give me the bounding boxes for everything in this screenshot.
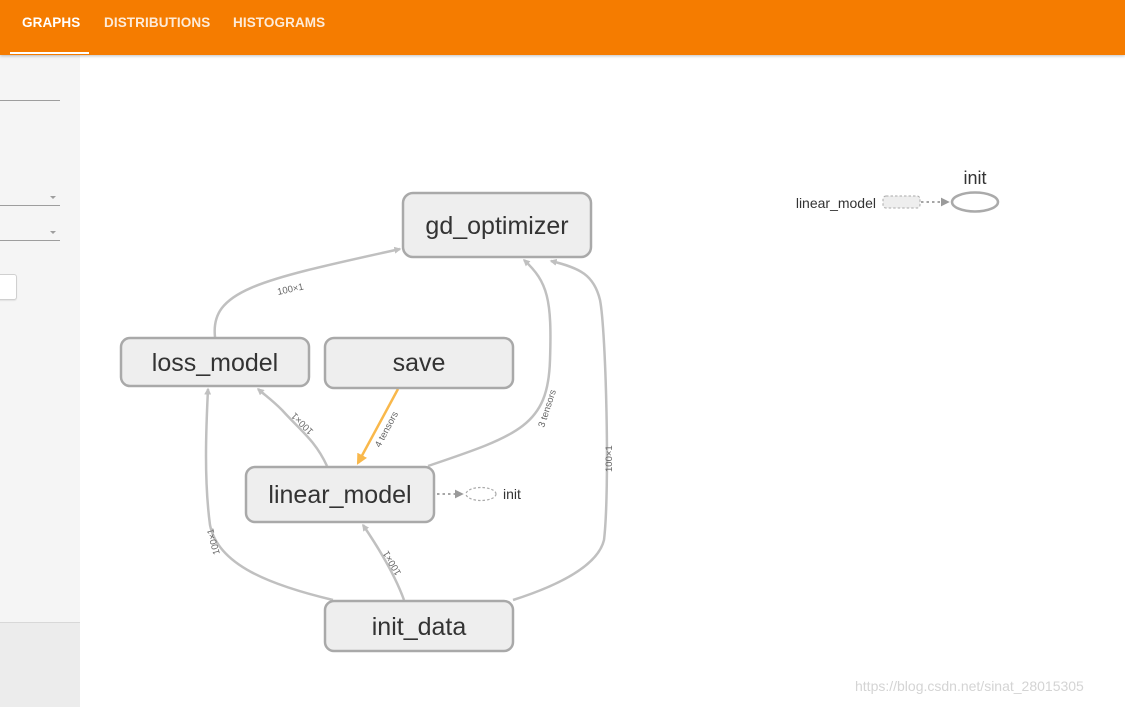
active-tab-indicator (10, 52, 89, 54)
sidebar-select-run[interactable] (0, 196, 60, 206)
node-label: init_data (372, 613, 467, 641)
node-save[interactable]: save (323, 336, 515, 390)
node-linear-model[interactable]: linear_model (244, 465, 436, 524)
edge-label-init-to-gd: 100×1 (604, 445, 615, 472)
edge-init-to-gd (512, 258, 609, 602)
node-loss-model[interactable]: loss_model (119, 336, 311, 388)
edge-label-init-to-loss: 100×1 (205, 527, 223, 556)
tab-graphs[interactable]: GRAPHS (22, 15, 81, 30)
sidebar-input-field[interactable] (0, 100, 60, 101)
node-label: loss_model (152, 349, 278, 377)
node-label: linear_model (268, 481, 411, 509)
sidebar-select-session[interactable] (0, 231, 60, 241)
node-gd-optimizer[interactable]: gd_optimizer (401, 191, 593, 259)
node-label: gd_optimizer (425, 212, 568, 240)
chevron-down-icon (50, 231, 56, 234)
sidebar-footer (0, 622, 80, 707)
chevron-down-icon (50, 196, 56, 199)
edge-loss-to-gd (213, 246, 402, 338)
aux-source-node[interactable] (882, 195, 921, 209)
edge-linear-to-loss (256, 388, 329, 467)
aux-node-label: init (503, 486, 521, 502)
edge-label-loss-to-gd: 100×1 (276, 282, 304, 298)
aux-target-node[interactable] (950, 191, 1000, 213)
aux-edge-linear-to-init[interactable]: init (437, 486, 521, 502)
node-init-data[interactable]: init_data (323, 599, 515, 653)
tab-histograms[interactable]: HISTOGRAMS (233, 15, 326, 30)
tab-distributions[interactable]: DISTRIBUTIONS (104, 15, 211, 30)
aux-source-label: linear_model (796, 195, 876, 211)
edge-save-to-linear (356, 388, 400, 465)
edge-linear-to-gd (427, 259, 552, 468)
aux-graph[interactable]: linear_model init (796, 168, 1000, 213)
watermark-text: https://blog.csdn.net/sinat_28015305 (855, 678, 1084, 694)
node-label: save (393, 349, 446, 377)
sidebar (0, 55, 80, 622)
aux-target-label: init (963, 168, 986, 188)
edge-init-to-linear (361, 523, 406, 601)
sidebar-upload-button[interactable] (0, 274, 17, 300)
top-bar: GRAPHS DISTRIBUTIONS HISTOGRAMS (0, 0, 1125, 55)
edge-init-to-loss (204, 387, 334, 602)
edge-label-init-to-linear: 100×1 (381, 549, 404, 578)
